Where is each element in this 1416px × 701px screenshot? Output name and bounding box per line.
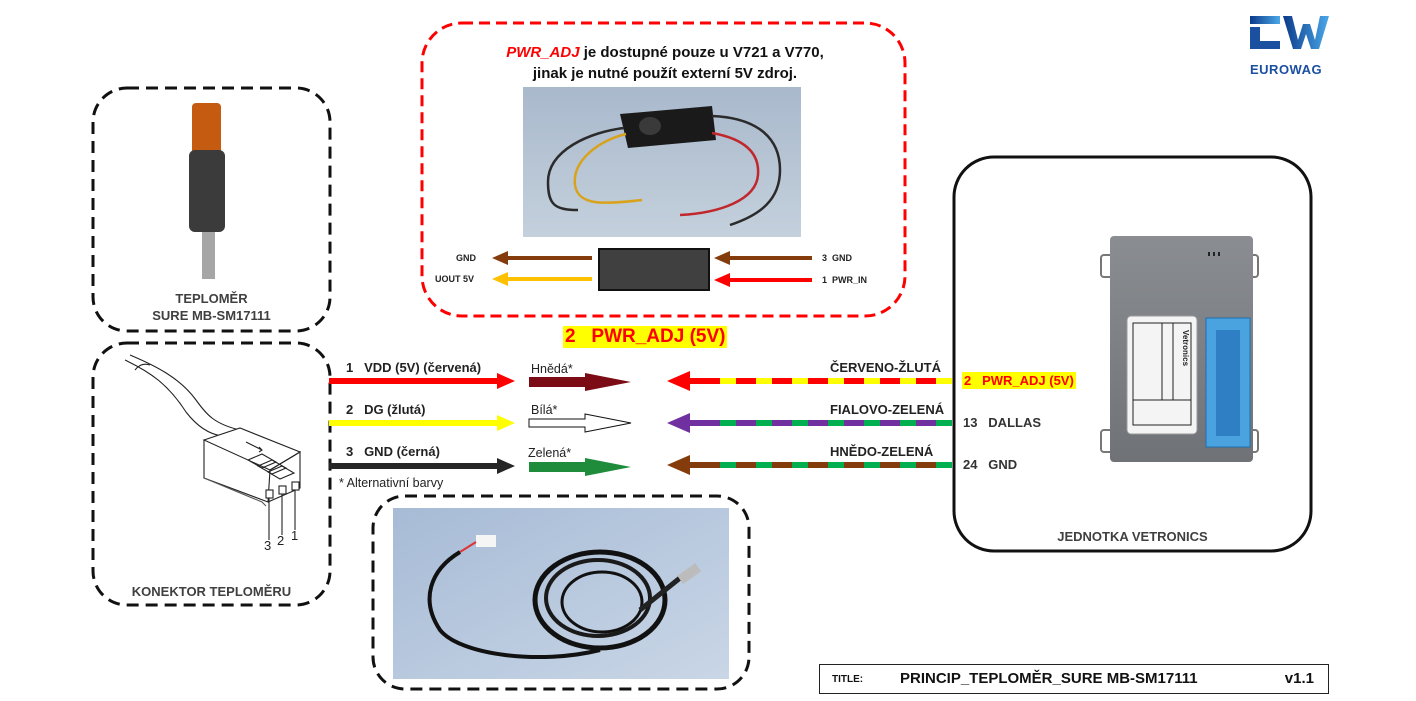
pwr-adj-note-line2: jinak je nutné použít externí 5V zdroj. xyxy=(532,65,798,82)
pin-number-2: 2 xyxy=(277,533,285,548)
title-block-label: TITLE: xyxy=(832,674,864,685)
uout-arrow xyxy=(492,272,592,286)
unit-pin-pwr-adj: 2 PWR_ADJ (5V) xyxy=(962,372,1076,389)
connector-icon xyxy=(124,354,302,540)
unit-wire-label-cerveno-zluta: ČERVENO-ŽLUTÁ xyxy=(830,360,941,375)
alt-colors-note: * Alternativní barvy xyxy=(339,476,444,490)
pwr-adj-note: PWR_ADJ je dostupné pouze u V721 a V770,… xyxy=(425,42,905,84)
unit-pin-gnd: 24 GND xyxy=(963,457,1018,472)
thermometer-frame xyxy=(91,86,332,333)
sensor-cable-photo xyxy=(393,508,729,679)
wire-dg xyxy=(329,415,515,431)
wire-cerveno-zluta xyxy=(667,371,952,391)
dcdc-left-label-gnd: GND xyxy=(456,253,476,263)
dcdc-right-label-gnd: 3 GND xyxy=(822,253,853,263)
wire-fialovo-zelena xyxy=(667,413,952,433)
pwr-adj-note-highlight: PWR_ADJ xyxy=(506,44,580,61)
eurowag-logo-text: EUROWAG xyxy=(1250,62,1323,77)
thermometer-caption: TEPLOMĚR SURE MB-SM17111 xyxy=(93,290,330,324)
pin-number-1: 1 xyxy=(291,528,299,543)
ew-logo-icon xyxy=(1250,16,1329,49)
pwr-adj-note-line1: je dostupné pouze u V721 a V770, xyxy=(579,44,824,61)
alt-arrow-green xyxy=(529,458,631,476)
pwr-adj-frame xyxy=(420,21,907,318)
dc-dc-converter-photo xyxy=(523,87,801,237)
thermometer-caption-line2: SURE MB-SM17111 xyxy=(152,308,271,323)
vetronics-frame xyxy=(952,155,1313,553)
unit-wire-label-hnedo-zelena: HNĚDO-ZELENÁ xyxy=(830,444,934,459)
pin-number-3: 3 xyxy=(264,538,272,553)
alt-arrow-brown xyxy=(529,373,631,391)
connector-frame xyxy=(91,341,332,607)
vetronics-caption: JEDNOTKA VETRONICS xyxy=(1057,529,1208,544)
unit-wire-label-fialovo-zelena: FIALOVO-ZELENÁ xyxy=(830,402,945,417)
dcdc-right-label-pwr-in: 1 PWR_IN xyxy=(822,275,868,285)
thermometer-icon xyxy=(189,103,225,279)
svg-text:Vetronics: Vetronics xyxy=(1181,330,1190,367)
alt-label-bila: Bílá* xyxy=(531,403,558,417)
wire-label-gnd: 3 GND (černá) xyxy=(346,444,440,459)
alt-arrow-white xyxy=(528,413,632,433)
wire-hnedo-zelena xyxy=(667,455,952,475)
sensor-photo-frame xyxy=(371,494,751,691)
vetronics-unit-icon: Vetronics xyxy=(1100,236,1259,462)
title-block: TITLE: PRINCIP_TEPLOMĚR_SURE MB-SM17111 … xyxy=(819,664,1329,694)
wire-label-dg: 2 DG (žlutá) xyxy=(346,402,426,417)
title-block-version: v1.1 xyxy=(1284,670,1314,687)
alt-label-hneda: Hnědá* xyxy=(531,362,573,376)
wire-vdd xyxy=(329,373,515,389)
connector-caption: KONEKTOR TEPLOMĚRU xyxy=(131,584,292,599)
pwr-adj-heading: 2 PWR_ADJ (5V) xyxy=(563,326,728,348)
alt-label-zelena: Zelená* xyxy=(528,446,572,460)
gnd-in-arrow xyxy=(714,251,812,265)
wire-gnd xyxy=(329,458,515,474)
gnd-out-arrow xyxy=(492,251,592,265)
pwr-in-arrow xyxy=(714,273,812,287)
unit-pin-dallas: 13 DALLAS xyxy=(963,415,1042,430)
title-block-title: PRINCIP_TEPLOMĚR_SURE MB-SM17111 xyxy=(900,670,1198,687)
thermometer-caption-line1: TEPLOMĚR xyxy=(175,291,248,306)
dcdc-left-label-uout: UOUT 5V xyxy=(435,274,475,284)
dc-dc-block xyxy=(598,248,710,291)
wire-label-vdd: 1 VDD (5V) (červená) xyxy=(346,360,482,375)
